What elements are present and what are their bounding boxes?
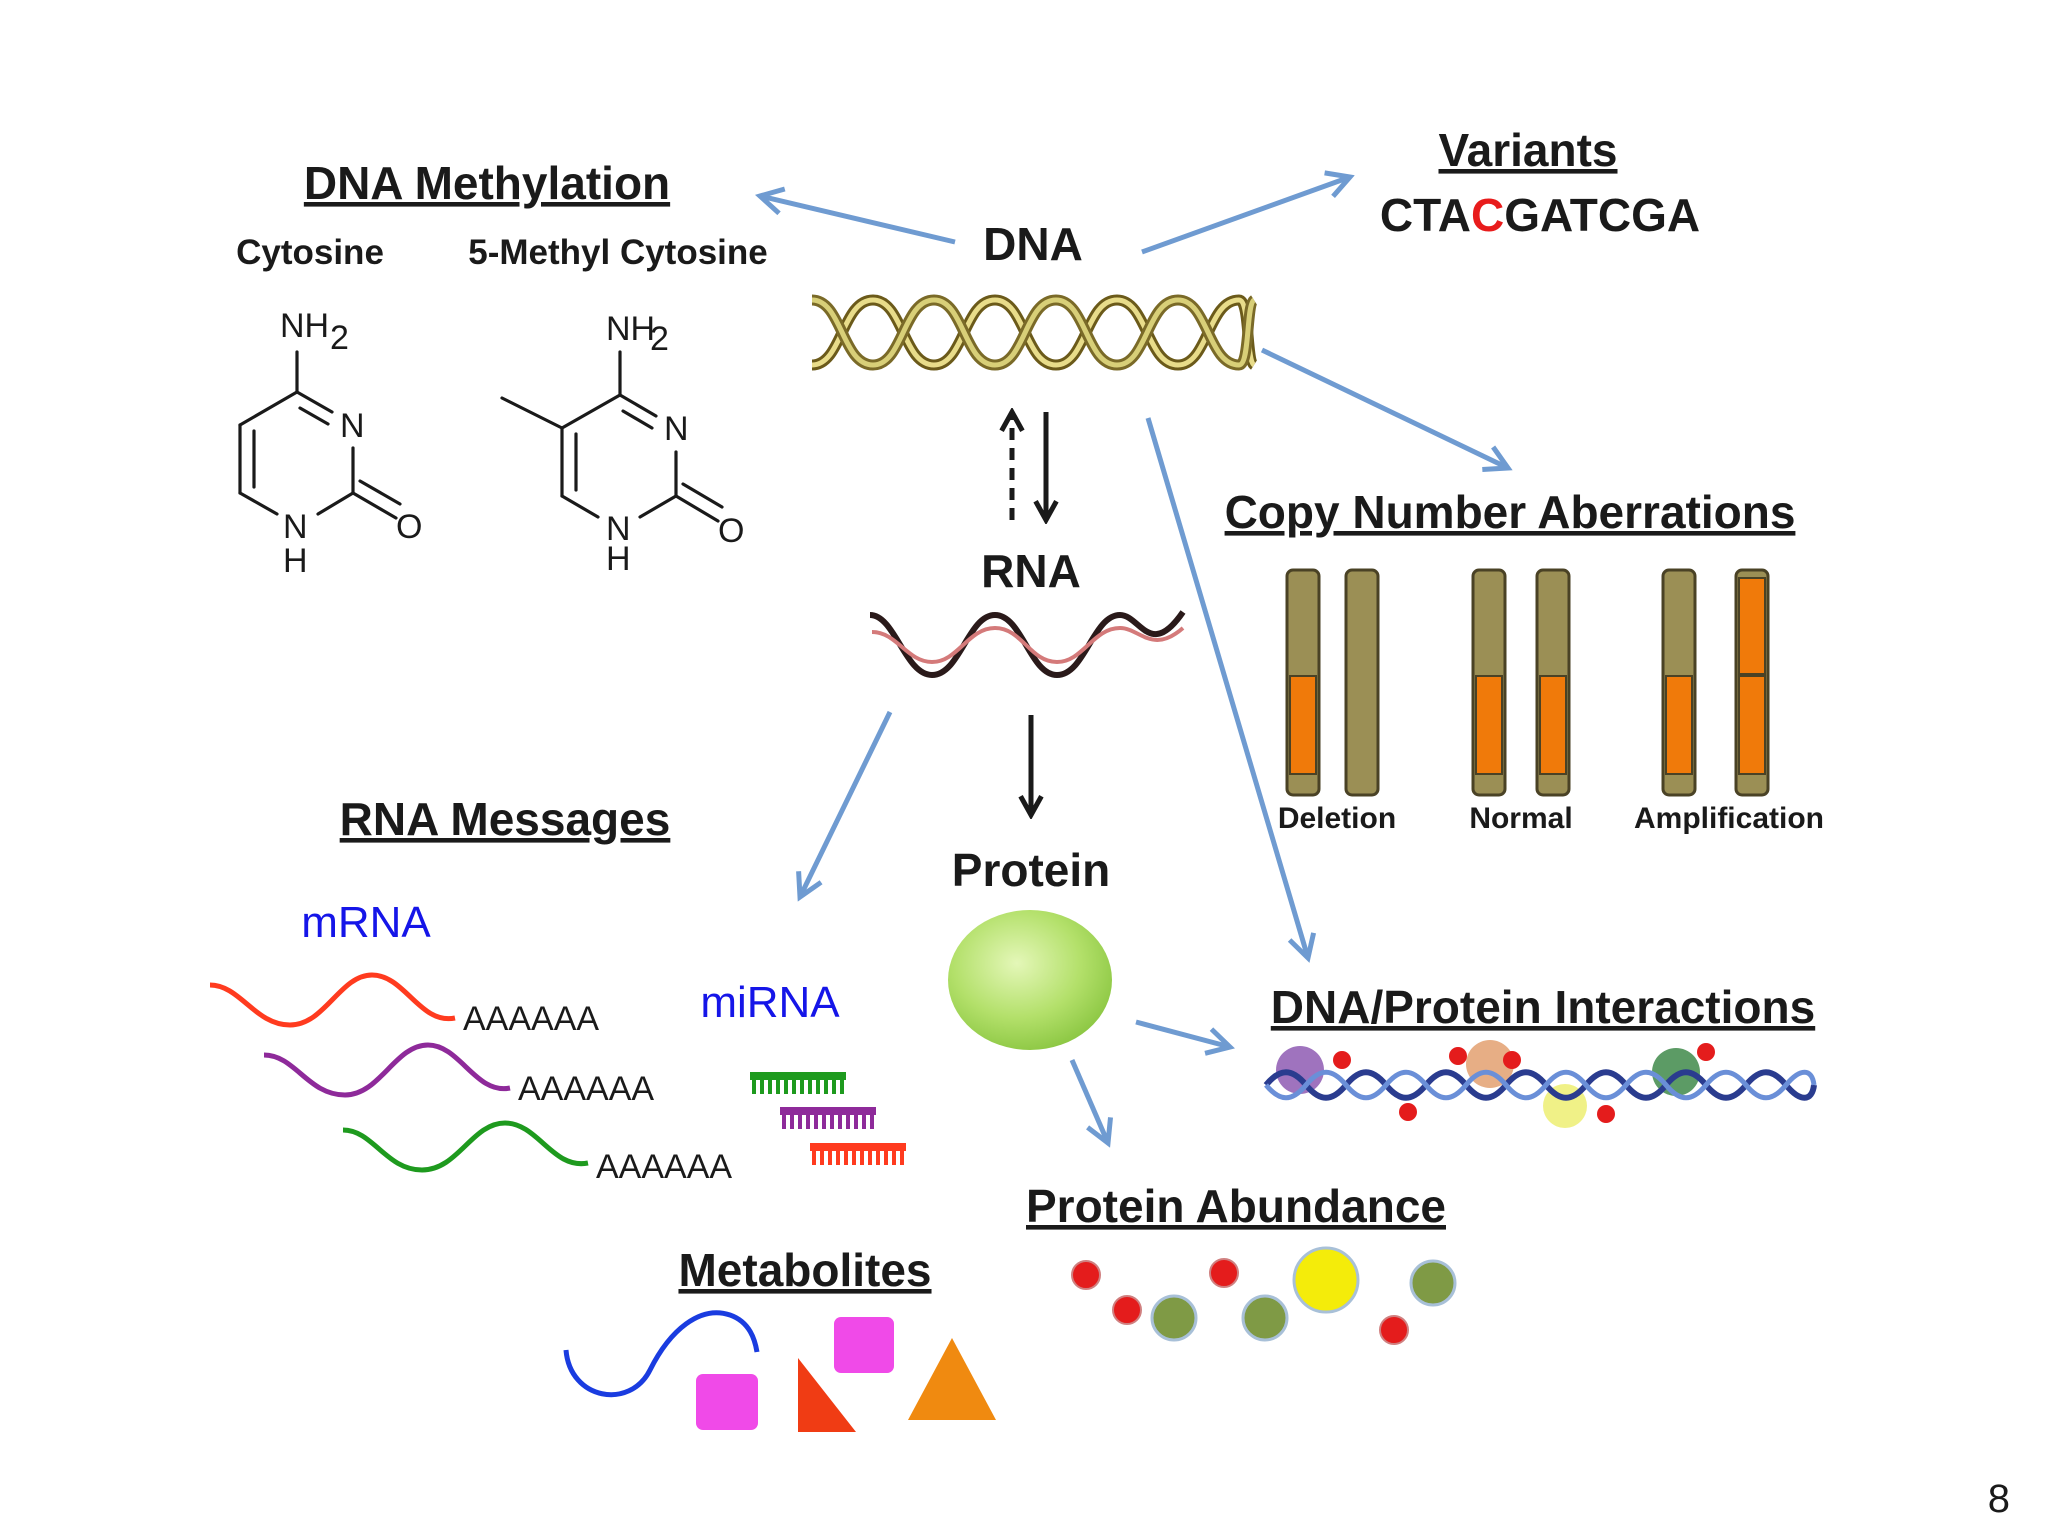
chem-label: O xyxy=(718,512,744,550)
protein-dot xyxy=(1071,1260,1101,1290)
chem-label: NH xyxy=(606,310,655,348)
variants-title: Variants xyxy=(1439,124,1618,176)
chem-label: 2 xyxy=(650,320,669,358)
chem-label: N xyxy=(283,508,308,546)
poly-a-tail: AAAAAA xyxy=(518,1070,654,1108)
poly-a-tail: AAAAAA xyxy=(463,1000,599,1038)
arrow-to-rna-messages xyxy=(800,710,893,897)
rna-label: RNA xyxy=(981,545,1081,597)
protein-dot xyxy=(1209,1258,1239,1288)
chem-label: H xyxy=(606,540,631,578)
arrow-to-variants xyxy=(1141,177,1350,255)
binding-site xyxy=(1333,1051,1351,1069)
chem-label: N xyxy=(664,410,689,448)
variant-sequence: CTACGATCGA xyxy=(1380,189,1700,241)
protein-dot xyxy=(1112,1295,1142,1325)
binding-site xyxy=(1503,1051,1521,1069)
copy-number-title: Copy Number Aberrations xyxy=(1225,486,1796,538)
dna-protein-interaction-strand xyxy=(1263,1040,1817,1128)
page-number: 8 xyxy=(1988,1477,2010,1521)
chromosome-segment xyxy=(1289,675,1317,775)
protein-dot xyxy=(1409,1259,1457,1307)
chem-label: O xyxy=(396,508,422,546)
cna-label-deletion: Deletion xyxy=(1278,802,1396,835)
sequence-before: CTA xyxy=(1380,189,1471,241)
chromosome-segment xyxy=(1738,577,1766,675)
cna-label-amplification: Amplification xyxy=(1634,802,1824,835)
protein-label: Protein xyxy=(952,844,1110,896)
binding-site xyxy=(1597,1105,1615,1123)
arrow-to-methylation xyxy=(760,196,956,245)
chem-label: H xyxy=(283,542,308,580)
metabolite-triangle xyxy=(908,1338,996,1420)
poly-a-tail: AAAAAA xyxy=(596,1148,732,1186)
protein-abundance-dots xyxy=(1071,1246,1457,1345)
chromosome-segment xyxy=(1539,675,1567,775)
chromosome xyxy=(1344,568,1380,797)
dna-methylation-title: DNA Methylation xyxy=(304,157,670,209)
chem-label: 2 xyxy=(330,319,349,357)
binding-site xyxy=(1697,1043,1715,1061)
chem-label: N xyxy=(606,510,631,548)
protein-globule xyxy=(948,910,1112,1050)
chromosome-segment xyxy=(1665,675,1693,775)
mirna-green xyxy=(750,1072,846,1094)
protein-dot xyxy=(1292,1246,1360,1314)
chromosome-amplification-pair xyxy=(1661,568,1770,797)
dna-double-helix xyxy=(811,294,1259,371)
mrna-strand-purple xyxy=(263,1042,511,1098)
metabolite-curve xyxy=(563,1310,760,1398)
arrow-to-protein-abundance xyxy=(1069,1059,1108,1143)
sequence-after: GATCGA xyxy=(1504,189,1700,241)
arrow-protein-to-interactions xyxy=(1135,1019,1230,1047)
metabolite-shapes xyxy=(563,1310,996,1432)
cytosine-label: Cytosine xyxy=(236,233,384,272)
binding-site xyxy=(1449,1047,1467,1065)
rna-strand xyxy=(869,610,1186,679)
dna-protein-title: DNA/Protein Interactions xyxy=(1271,981,1815,1033)
cytosine-structure: NH 2 N N H O xyxy=(238,307,422,580)
protein-dot xyxy=(1379,1315,1409,1345)
arrow-to-copy-number xyxy=(1260,347,1508,468)
mrna-label: mRNA xyxy=(301,898,431,947)
chromosome-deletion-pair xyxy=(1285,568,1380,797)
chromosome-segment xyxy=(1475,675,1503,775)
methyl-cytosine-structure: NH 2 N N H O xyxy=(500,310,744,578)
cna-label-normal: Normal xyxy=(1469,802,1572,835)
protein-abundance-title: Protein Abundance xyxy=(1026,1180,1446,1232)
arrow-to-dna-protein xyxy=(1145,417,1308,958)
binding-site xyxy=(1399,1103,1417,1121)
mirna-red xyxy=(810,1143,906,1165)
sequence-variant-base: C xyxy=(1471,189,1504,241)
methyl-cytosine-label: 5-Methyl Cytosine xyxy=(468,233,768,272)
chromosome-segment xyxy=(1738,675,1766,775)
metabolite-square xyxy=(696,1374,758,1430)
dna-label: DNA xyxy=(983,218,1083,270)
chem-label: N xyxy=(340,407,365,445)
mirna-label: miRNA xyxy=(700,978,840,1027)
chromosome-normal-pair xyxy=(1471,568,1571,797)
chem-label: NH xyxy=(280,307,329,345)
metabolite-right-triangle xyxy=(798,1358,856,1432)
mrna-strand-red xyxy=(209,972,456,1028)
mrna-strand-green xyxy=(342,1120,589,1173)
mirna-purple xyxy=(780,1107,876,1129)
protein-dot xyxy=(1241,1294,1289,1342)
rna-messages-title: RNA Messages xyxy=(340,793,671,845)
protein-dot xyxy=(1150,1294,1198,1342)
metabolites-title: Metabolites xyxy=(678,1244,931,1296)
metabolite-square xyxy=(834,1317,894,1373)
